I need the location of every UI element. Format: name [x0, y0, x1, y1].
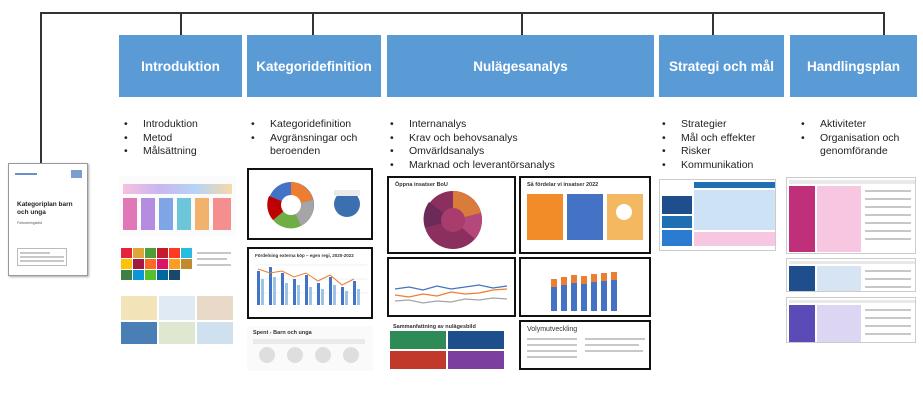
phase-header-strategi: Strategi och mål: [659, 35, 784, 97]
thumb-stacked-bars: [519, 257, 651, 317]
bullets-handlingsplan: Aktiviteter Organisation och genomförand…: [801, 118, 921, 159]
thumb-title: Så fördelar vi insatser 2022: [527, 182, 599, 188]
doc-header-line: [15, 173, 37, 175]
bullets-nulagesanalys: Internanalys Krav och behovsanalys Omvär…: [390, 118, 650, 172]
thumb-action-table-1: [786, 177, 916, 254]
bullet-item: Metod: [124, 132, 242, 146]
thumb-picture-gallery: [119, 292, 236, 346]
connector-top-bar: [40, 12, 883, 14]
bullet-item: Kommunikation: [662, 159, 784, 173]
thumb-line-chart: [387, 257, 516, 317]
bullet-item: Krav och behovsanalys: [390, 132, 650, 146]
thumb-title: Sammanfattning av nulägesbild: [393, 324, 476, 330]
bullet-item: Målsättning: [124, 145, 242, 159]
bullet-item: Avgränsningar och beroenden: [251, 132, 381, 159]
thumb-fordelning-chart: Fördelning externa köp – egen regi, 2020…: [247, 247, 373, 319]
bullet-item: Strategier: [662, 118, 784, 132]
bullet-item: Organisation och genomförande: [801, 132, 921, 159]
doc-title: Kategoriplan barn och unga: [17, 201, 73, 216]
bullets-strategi: Strategier Mål och effekter Risker Kommu…: [662, 118, 784, 172]
connector-drop-3: [521, 12, 523, 35]
bullet-item: Omvärldsanalys: [390, 145, 650, 159]
connector-drop-1: [180, 12, 182, 35]
thumb-goals-grid: [119, 246, 236, 290]
bullet-item: Risker: [662, 145, 784, 159]
bullets-introduktion: Introduktion Metod Målsättning: [124, 118, 242, 159]
bullet-item: Introduktion: [124, 118, 242, 132]
thumb-oppna-insatser: Öppna insatser BoU: [387, 176, 516, 254]
phase-header-handlingsplan: Handlingsplan: [790, 35, 917, 97]
thumb-title: Spent - Barn och unga: [253, 330, 312, 336]
thumb-action-table-3: [786, 297, 916, 343]
phase-header-nulagesanalys: Nulägesanalys: [387, 35, 654, 97]
doc-logo: [71, 170, 82, 178]
connector-drop-5: [883, 12, 885, 35]
phase-header-kategoridefinition: Kategoridefinition: [247, 35, 381, 97]
thumb-title: Fördelning externa köp – egen regi, 2020…: [255, 253, 354, 258]
thumb-title: Öppna insatser BoU: [395, 182, 448, 188]
thumb-action-table-2: [786, 258, 916, 292]
connector-drop-4: [712, 12, 714, 35]
doc-table: [17, 248, 67, 266]
document-thumbnail: Kategoriplan barn och unga Förkortningsb…: [8, 163, 88, 276]
doc-subtitle: Förkortningsbild: [17, 221, 42, 225]
bullets-kategoridefinition: Kategoridefinition Avgränsningar och ber…: [251, 118, 381, 159]
connector-drop-2: [312, 12, 314, 35]
bullet-item: Marknad och leverantörsanalys: [390, 159, 650, 173]
bullet-item: Internanalys: [390, 118, 650, 132]
thumb-title: Volymutveckling: [527, 326, 578, 333]
phase-header-introduktion: Introduktion: [119, 35, 242, 97]
thumb-volymutveckling: Volymutveckling: [519, 320, 651, 370]
thumb-sparat: Spent - Barn och unga: [247, 326, 373, 371]
bullet-item: Mål och effekter: [662, 132, 784, 146]
thumb-sa-fordelar: Så fördelar vi insatser 2022: [519, 176, 651, 254]
bullet-item: Kategoridefinition: [251, 118, 381, 132]
thumb-process-overview: [119, 176, 236, 236]
thumb-category-donut: [247, 168, 373, 240]
thumb-sammanfattning: Sammanfattning av nulägesbild: [387, 320, 516, 372]
connector-doc-drop: [40, 12, 42, 164]
bullet-item: Aktiviteter: [801, 118, 921, 132]
thumb-strategy-table: [659, 179, 776, 251]
